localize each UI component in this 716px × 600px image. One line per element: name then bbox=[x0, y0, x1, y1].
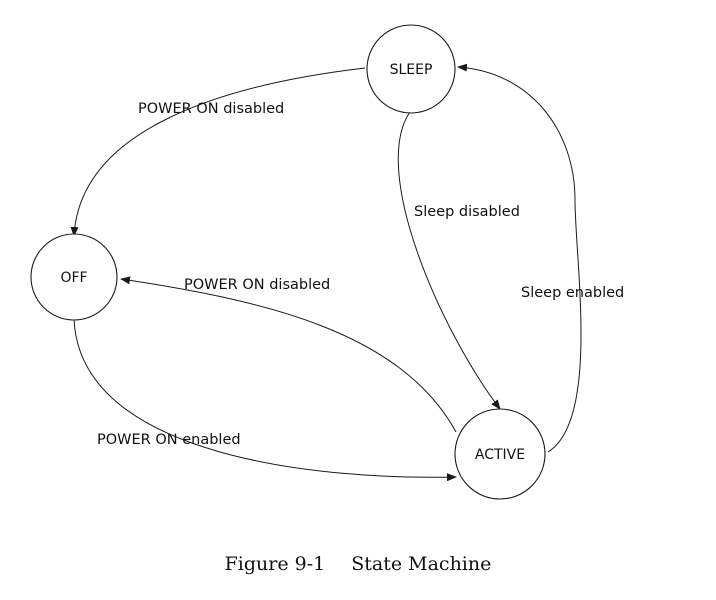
state-sleep: SLEEP bbox=[366, 24, 456, 114]
label-active-to-off: POWER ON disabled bbox=[184, 277, 330, 293]
state-off-label: OFF bbox=[60, 270, 87, 286]
state-active: ACTIVE bbox=[454, 408, 546, 500]
state-off: OFF bbox=[30, 233, 118, 321]
state-sleep-label: SLEEP bbox=[390, 62, 433, 78]
edge-active-to-sleep bbox=[457, 63, 582, 453]
label-sleep-to-active: Sleep disabled bbox=[414, 204, 520, 220]
edge-sleep-to-active bbox=[397, 111, 501, 410]
edge-sleep-to-off bbox=[70, 67, 366, 237]
figure-title: State Machine bbox=[351, 553, 492, 575]
edge-active-to-off bbox=[120, 276, 457, 433]
edge-off-to-active bbox=[73, 318, 457, 482]
label-sleep-to-off: POWER ON disabled bbox=[138, 101, 284, 117]
state-active-label: ACTIVE bbox=[475, 447, 525, 463]
label-active-to-sleep: Sleep enabled bbox=[521, 285, 624, 301]
label-off-to-active: POWER ON enabled bbox=[97, 432, 241, 448]
figure-caption: Figure 9-1 State Machine bbox=[0, 553, 716, 575]
figure-number: Figure 9-1 bbox=[224, 553, 326, 575]
